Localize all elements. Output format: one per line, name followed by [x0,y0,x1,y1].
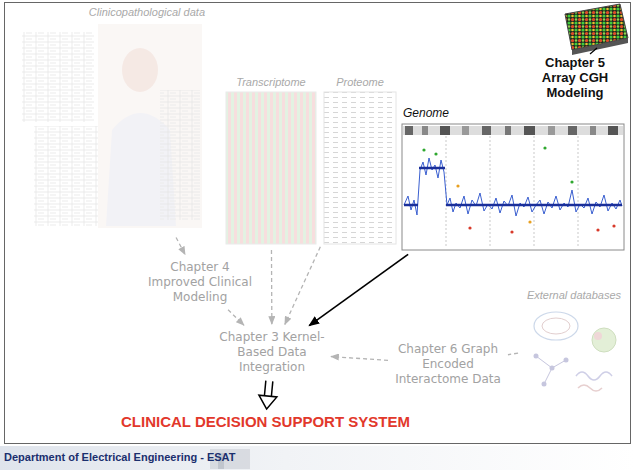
doctor-head [122,48,158,92]
plot-frame [402,124,624,250]
database-icon [576,372,612,380]
network-link [544,368,552,384]
chapter-label: Chapter 6 Graph Encoded Interactome Data [392,340,504,389]
chapter-label: Chapter 4 Improved Clinical Modeling [144,258,256,307]
proteome-spectrum [324,92,396,244]
database-icons [534,312,617,391]
database-icon [534,312,578,340]
doctor-photo [98,24,202,228]
loss-dot [468,226,471,229]
connector-arrow [508,353,518,355]
microarray-chip [565,4,628,50]
network-node [542,382,547,387]
ideogram-band [440,126,450,135]
gain-dot [570,180,573,183]
data-panel: Transcriptome [224,74,318,246]
ideogram-band [462,126,469,135]
connector-arrow [176,238,185,255]
gain-dot [543,146,546,149]
database-icon [542,318,570,334]
network-icon [536,356,566,384]
data-panel: Proteome [322,74,398,246]
database-panel: External databases [522,288,626,400]
ideogram-band [422,126,428,135]
node-text: Genome [400,104,628,122]
arrow-shaft [271,381,272,396]
loss-dot [510,230,513,233]
node-text: Proteome [322,74,398,90]
database-icon [594,332,602,340]
double-arrow [259,381,277,409]
chapter-label: Chapter 3 Kernel-Based Data Integration [217,328,327,377]
connector-arrow [285,247,320,325]
ideogram-band [590,126,596,135]
connector-arrow [331,357,388,361]
data-panel: Clinicopathological data [18,4,208,234]
database-icon [578,385,602,391]
ideogram-band [568,126,577,135]
expression-matrix [226,92,316,244]
connector-arrow [271,250,273,324]
database-icon [592,328,616,352]
slide-frame [5,3,631,444]
arrow-shaft [264,381,265,396]
ideogram-band [505,126,511,135]
node-text: Transcriptome [224,74,318,90]
ideogram-band [548,126,555,135]
node-text: Chapter 6 Graph Encoded Interactome Data [392,340,504,389]
node-text: Chapter 4 Improved Clinical Modeling [144,258,256,307]
chromosome-separators [446,136,578,248]
probe-dot [528,220,531,223]
leader-line [590,48,597,54]
network-node [550,366,555,371]
segment-mean [446,204,622,207]
network-link [536,356,552,368]
loss-dot [596,228,599,231]
footer-text: Department of Electrical Engineering - E… [4,451,235,463]
clinical-table [160,90,200,220]
clinical-table [34,126,100,226]
node-text: Chapter 5 Array CGH Modeling [530,55,620,100]
probe-dot [456,184,459,187]
loss-dot [612,224,615,227]
clinical-table [22,32,94,122]
copy-number-trace [404,158,622,216]
chapter-label: Chapter 5 Array CGH Modeling [530,55,620,100]
node-text: Chapter 3 Kernel-Based Data Integration [217,328,327,377]
gain-dot [434,152,437,155]
separator [534,136,535,248]
probe-dots [422,146,615,233]
ideogram-band [608,126,618,135]
clinical-illustration [22,24,202,228]
ideogram-band [524,126,535,135]
node-text: Clinicopathological data [18,4,208,20]
network-node [534,354,539,359]
segment-mean [419,167,445,170]
network-node [564,358,569,363]
segment-mean [404,204,418,207]
node-text: External databases [522,288,626,302]
separator [578,136,579,248]
cgh-plot [402,124,624,250]
footer-band [0,446,635,470]
ideogram-band [405,126,413,135]
separator [490,136,491,248]
hollow-arrowhead [259,395,277,409]
connector-arrow [309,254,408,325]
node-text: CLINICAL DECISION SUPPORT SYSTEM [119,413,412,431]
system-title: CLINICAL DECISION SUPPORT SYSTEM [119,413,412,431]
ideogram [403,126,623,135]
gain-dot [422,148,425,151]
connector-arrow [228,310,244,325]
data-panel: Genome [400,104,628,252]
ideogram-band [482,126,491,135]
